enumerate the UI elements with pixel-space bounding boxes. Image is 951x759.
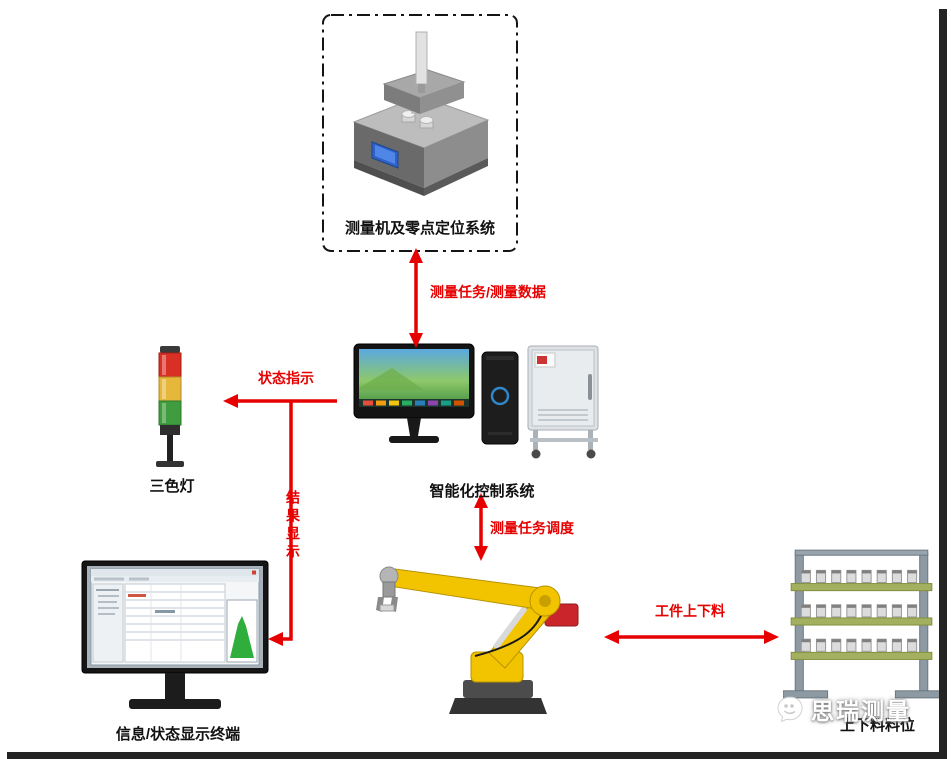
edge-label-result-display: 结果显示 [285,490,301,562]
page-shadow-bottom [7,752,947,759]
arrow-measure-task-data [409,248,423,348]
control-system-label: 智能化控制系统 [429,483,535,500]
tricolor-light-illustration [156,346,184,467]
edge-label-workpiece-loading: 工件上下料 [655,603,725,619]
arrow-workpiece-loading [604,630,779,644]
cmm-dashed-frame [322,14,518,252]
arrow-task-scheduling [474,493,488,561]
watermark-text: 思瑞测量 [811,698,911,724]
arrow-status-indication [223,394,337,408]
display-terminal-label: 信息/状态显示终端 [115,726,241,743]
edge-label-status-indication: 状态指示 [258,370,314,386]
tricolor-light-label: 三色灯 [149,478,195,495]
robot-illustration [376,566,579,714]
loading-rack-illustration [783,549,940,699]
display-terminal-illustration [81,560,269,709]
arrow-result-display [268,401,293,646]
watermark-logo-icon [777,696,803,723]
edge-label-measure-task-data: 测量任务/测量数据 [430,284,546,300]
cmm-machine-illustration [352,31,490,196]
page-shadow-right [939,9,947,759]
watermark: 思瑞测量 [775,692,911,726]
control-system-illustration [353,343,599,459]
loading-rack-label: 上下料料位 [839,717,915,734]
edge-label-task-scheduling: 测量任务调度 [490,520,574,536]
cmm-label: 测量机及零点定位系统 [344,220,495,237]
